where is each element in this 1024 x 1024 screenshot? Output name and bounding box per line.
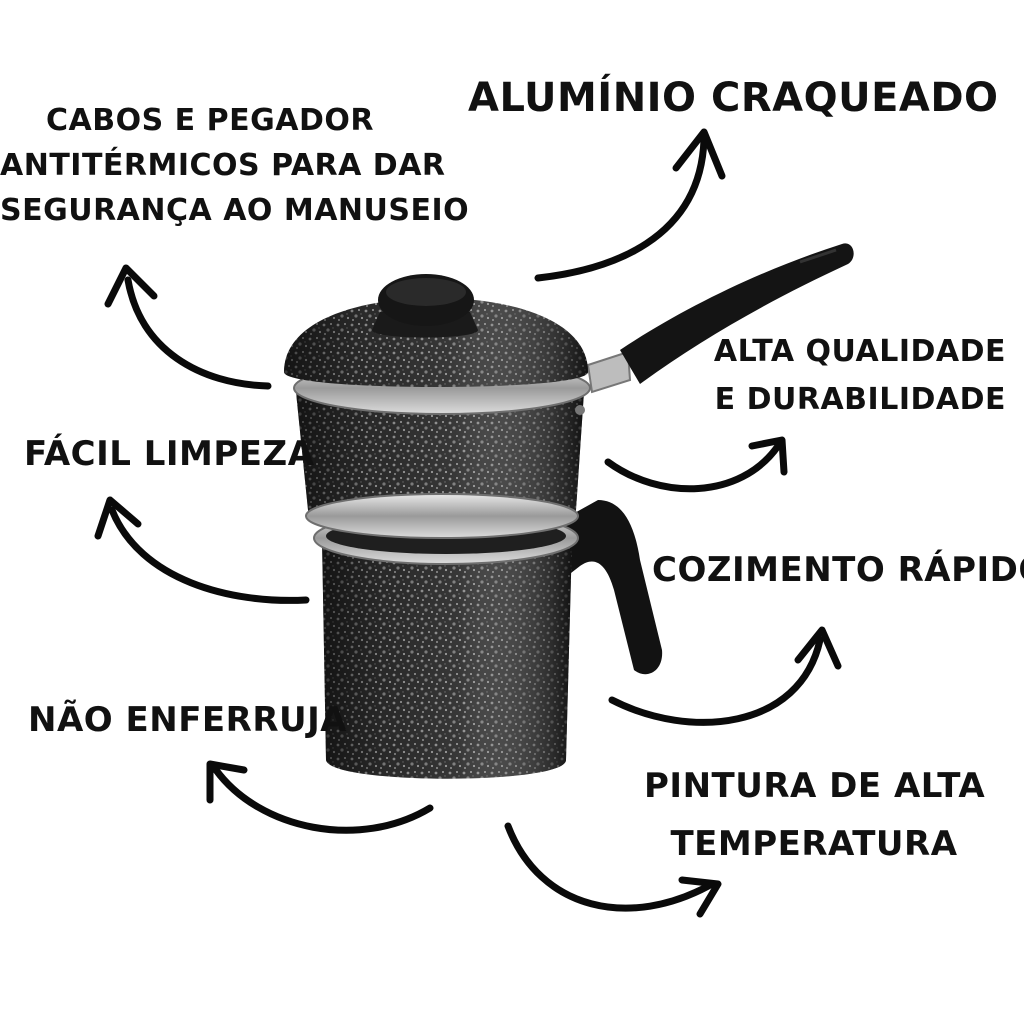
feature-label-line: E DURABILIDADE bbox=[714, 382, 1006, 417]
feature-label-line: SEGURANÇA AO MANUSEIO bbox=[0, 193, 470, 228]
feature-label-cabos-pegador: CABOS E PEGADOR ANTITÉRMICOS PARA DAR SE… bbox=[0, 98, 470, 233]
side-handle-icon bbox=[562, 500, 663, 675]
curved-arrow-icon bbox=[534, 136, 708, 282]
curved-arrow-icon bbox=[504, 822, 716, 912]
feature-label-cozimento-rapido: COZIMENTO RÁPIDO bbox=[652, 550, 1024, 590]
feature-label-nao-enferruja: NÃO ENFERRUJA bbox=[28, 700, 348, 740]
curved-arrow-icon bbox=[124, 276, 272, 390]
curved-arrow-icon bbox=[604, 442, 782, 493]
upper-pan-icon bbox=[293, 361, 591, 539]
curved-arrow-icon bbox=[206, 760, 248, 804]
feature-label-facil-limpeza: FÁCIL LIMPEZA bbox=[24, 434, 315, 474]
curved-arrow-icon bbox=[748, 436, 788, 476]
arrows bbox=[94, 128, 842, 918]
curved-arrow-icon bbox=[608, 636, 824, 726]
curved-arrow-icon bbox=[678, 876, 722, 918]
curved-arrow-icon bbox=[104, 264, 158, 308]
lid-icon bbox=[284, 274, 588, 387]
curved-arrow-icon bbox=[108, 506, 310, 604]
long-handle-icon bbox=[586, 243, 854, 394]
feature-label-aluminio-craqueado: ALUMÍNIO CRAQUEADO bbox=[468, 75, 999, 121]
curved-arrow-icon bbox=[794, 626, 842, 670]
feature-label-line: ALTA QUALIDADE bbox=[713, 334, 1006, 369]
curved-arrow-icon bbox=[94, 496, 142, 540]
feature-label-line: TEMPERATURA bbox=[670, 823, 958, 864]
feature-label-pintura-alta-temperatura: PINTURA DE ALTA TEMPERATURA bbox=[644, 758, 986, 874]
feature-label-line: ANTITÉRMICOS PARA DAR bbox=[0, 148, 446, 183]
feature-label-line: CABOS E PEGADOR bbox=[46, 103, 374, 138]
feature-label-line: PINTURA DE ALTA bbox=[644, 766, 986, 806]
curved-arrow-icon bbox=[212, 766, 434, 834]
feature-label-alta-qualidade: ALTA QUALIDADE E DURABILIDADE bbox=[706, 328, 1006, 424]
lower-pot-icon bbox=[313, 511, 579, 779]
curved-arrow-icon bbox=[672, 128, 726, 180]
